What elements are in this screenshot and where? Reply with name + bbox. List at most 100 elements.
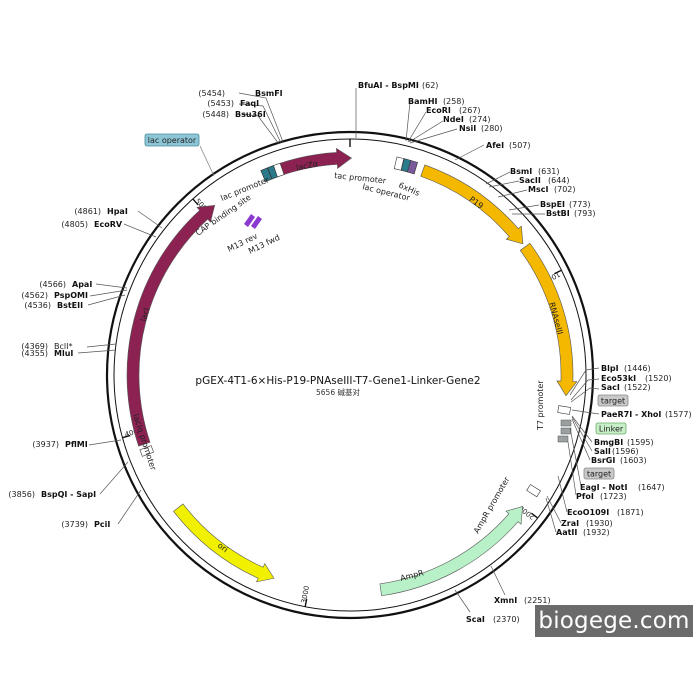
feature-ampr: [379, 506, 523, 597]
site-sali[interactable]: SalI (1596): [571, 416, 639, 456]
feature-label: lacZα: [295, 159, 319, 172]
site-bamhi[interactable]: BamHI (258): [405, 97, 465, 142]
svg-text:AatII: AatII: [556, 528, 577, 537]
svg-text:EcoO109I: EcoO109I: [567, 508, 609, 517]
svg-text:(702): (702): [554, 185, 576, 194]
site-ecorv[interactable]: (4805) EcoRV: [61, 220, 157, 238]
svg-text:BclI*: BclI*: [54, 342, 72, 351]
site-saci[interactable]: SacI (1522): [570, 383, 651, 403]
svg-text:(1520): (1520): [645, 374, 672, 383]
site-eagi-noti[interactable]: EagI - NotI (1647): [569, 427, 665, 492]
tick-mark: [304, 598, 308, 607]
svg-text:target: target: [601, 397, 625, 406]
site-pflmi[interactable]: (3937) PflMI: [32, 439, 122, 449]
map-title: pGEX-4T1-6×His-P19-PNAseIII-T7-Gene1-Lin…: [195, 375, 480, 387]
svg-text:(1577): (1577): [665, 410, 692, 419]
svg-text:(5448): (5448): [202, 110, 229, 119]
svg-text:(1446): (1446): [624, 364, 651, 373]
svg-text:NdeI: NdeI: [443, 115, 464, 124]
site-nsii[interactable]: NsiI (280): [409, 124, 503, 144]
site-ndei[interactable]: NdeI (274): [408, 115, 491, 143]
svg-text:(3856): (3856): [8, 490, 35, 499]
feature-label: lacI: [139, 307, 152, 323]
site-faqi[interactable]: (5453) FaqI: [207, 99, 282, 144]
svg-text:BsmFI: BsmFI: [255, 89, 283, 98]
site-pfoi[interactable]: PfoI (1723): [567, 441, 627, 501]
site-eco53ki[interactable]: Eco53kI (1520): [570, 374, 672, 401]
svg-text:EcoRV: EcoRV: [94, 220, 123, 229]
svg-text:PfoI: PfoI: [576, 492, 594, 501]
site-bsu36i[interactable]: (5448) Bsu36I: [202, 110, 280, 145]
svg-text:PspOMI: PspOMI: [54, 291, 88, 300]
svg-text:ZraI: ZraI: [561, 519, 579, 528]
svg-text:MluI: MluI: [54, 349, 73, 358]
svg-text:(1596): (1596): [612, 447, 639, 456]
site-afei[interactable]: AfeI (507): [454, 141, 531, 161]
small-feature: [557, 405, 571, 415]
site-mlui[interactable]: (4355) MluI: [21, 349, 117, 358]
site-bsmi[interactable]: BsmI (631): [485, 167, 560, 185]
svg-text:(1595): (1595): [627, 438, 654, 447]
site-aatii[interactable]: AatII (1932): [545, 497, 610, 537]
feature-laci: [126, 204, 216, 447]
svg-text:(4536): (4536): [24, 301, 51, 310]
restriction-sites: (5454) BsmFI (5453) FaqI (5448) Bsu36I B…: [8, 81, 691, 624]
svg-text:(2370): (2370): [493, 615, 520, 624]
svg-text:NsiI: NsiI: [459, 124, 476, 133]
label-t7-promoter: T7 promoter: [536, 380, 545, 431]
site-bsrgi[interactable]: BsrGI (1603): [571, 418, 647, 465]
svg-text:lac operator: lac operator: [148, 136, 197, 145]
site-xmni[interactable]: XmnI (2251): [490, 565, 551, 605]
svg-text:HpaI: HpaI: [107, 207, 128, 216]
svg-text:ApaI: ApaI: [72, 280, 92, 289]
site-hpai[interactable]: (4861) HpaI: [74, 207, 163, 229]
svg-text:Eco53kI: Eco53kI: [601, 374, 636, 383]
svg-text:(4566): (4566): [39, 280, 66, 289]
svg-text:PflMI: PflMI: [65, 440, 88, 449]
svg-text:(280): (280): [481, 124, 503, 133]
feature-rnaseiii: [519, 242, 578, 397]
site-paer7i-xhoi[interactable]: PaeR7I - XhoI (1577): [571, 409, 692, 419]
site-pspomi[interactable]: (4562) PspOMI: [21, 289, 128, 300]
svg-text:BfuAI - BspMI: BfuAI - BspMI: [358, 81, 419, 90]
svg-text:(2251): (2251): [524, 596, 551, 605]
site-bspqi-sapi[interactable]: (3856) BspQI - SapI: [8, 461, 129, 499]
site-sacii[interactable]: SacII (644): [488, 176, 570, 188]
site-bstbi[interactable]: BstBI (793): [512, 209, 596, 218]
svg-text:(4369): (4369): [21, 342, 48, 351]
site-msci[interactable]: MscI (702): [497, 185, 576, 198]
site-blpi[interactable]: BlpI (1446): [569, 364, 651, 396]
svg-text:BlpI: BlpI: [601, 364, 619, 373]
svg-text:target: target: [587, 470, 611, 479]
site-bmgbi[interactable]: BmgBI (1595): [571, 415, 654, 447]
svg-text:(1522): (1522): [624, 383, 651, 392]
small-feature: [273, 162, 285, 178]
site-ecori[interactable]: EcoRI (267): [407, 106, 481, 143]
svg-text:(274): (274): [469, 115, 491, 124]
site-bspei[interactable]: BspEI (773): [508, 200, 591, 211]
site-bsmfi[interactable]: (5454) BsmFI: [198, 89, 284, 143]
svg-text:(1647): (1647): [638, 483, 665, 492]
svg-text:EagI - NotI: EagI - NotI: [580, 483, 627, 492]
feature-ori: [173, 503, 275, 583]
feature-p19: [420, 164, 524, 245]
site-bfuai-bspmi[interactable]: BfuAI - BspMI (62): [355, 81, 438, 138]
site-bsteii[interactable]: (4536) BstEII: [24, 294, 126, 310]
svg-text:(4805): (4805): [61, 220, 88, 229]
tag-linker: Linker: [595, 422, 627, 435]
svg-text:(3739): (3739): [61, 520, 88, 529]
svg-text:(267): (267): [459, 106, 481, 115]
site-bcli[interactable]: (4369) BclI*: [21, 342, 117, 351]
svg-text:(62): (62): [422, 81, 438, 90]
site-pcii[interactable]: (3739) PciI: [61, 489, 142, 529]
site-scai[interactable]: ScaI (2370): [454, 589, 520, 624]
tick-label: 3000: [300, 585, 311, 604]
small-feature: [139, 445, 154, 457]
site-zrai[interactable]: ZraI (1930): [546, 495, 613, 528]
site-ecoo109i[interactable]: EcoO109I (1871): [557, 475, 644, 517]
site-apai[interactable]: (4566) ApaI: [39, 280, 128, 289]
svg-text:SalI: SalI: [594, 447, 611, 456]
svg-text:ScaI: ScaI: [466, 615, 485, 624]
svg-text:(631): (631): [538, 167, 560, 176]
